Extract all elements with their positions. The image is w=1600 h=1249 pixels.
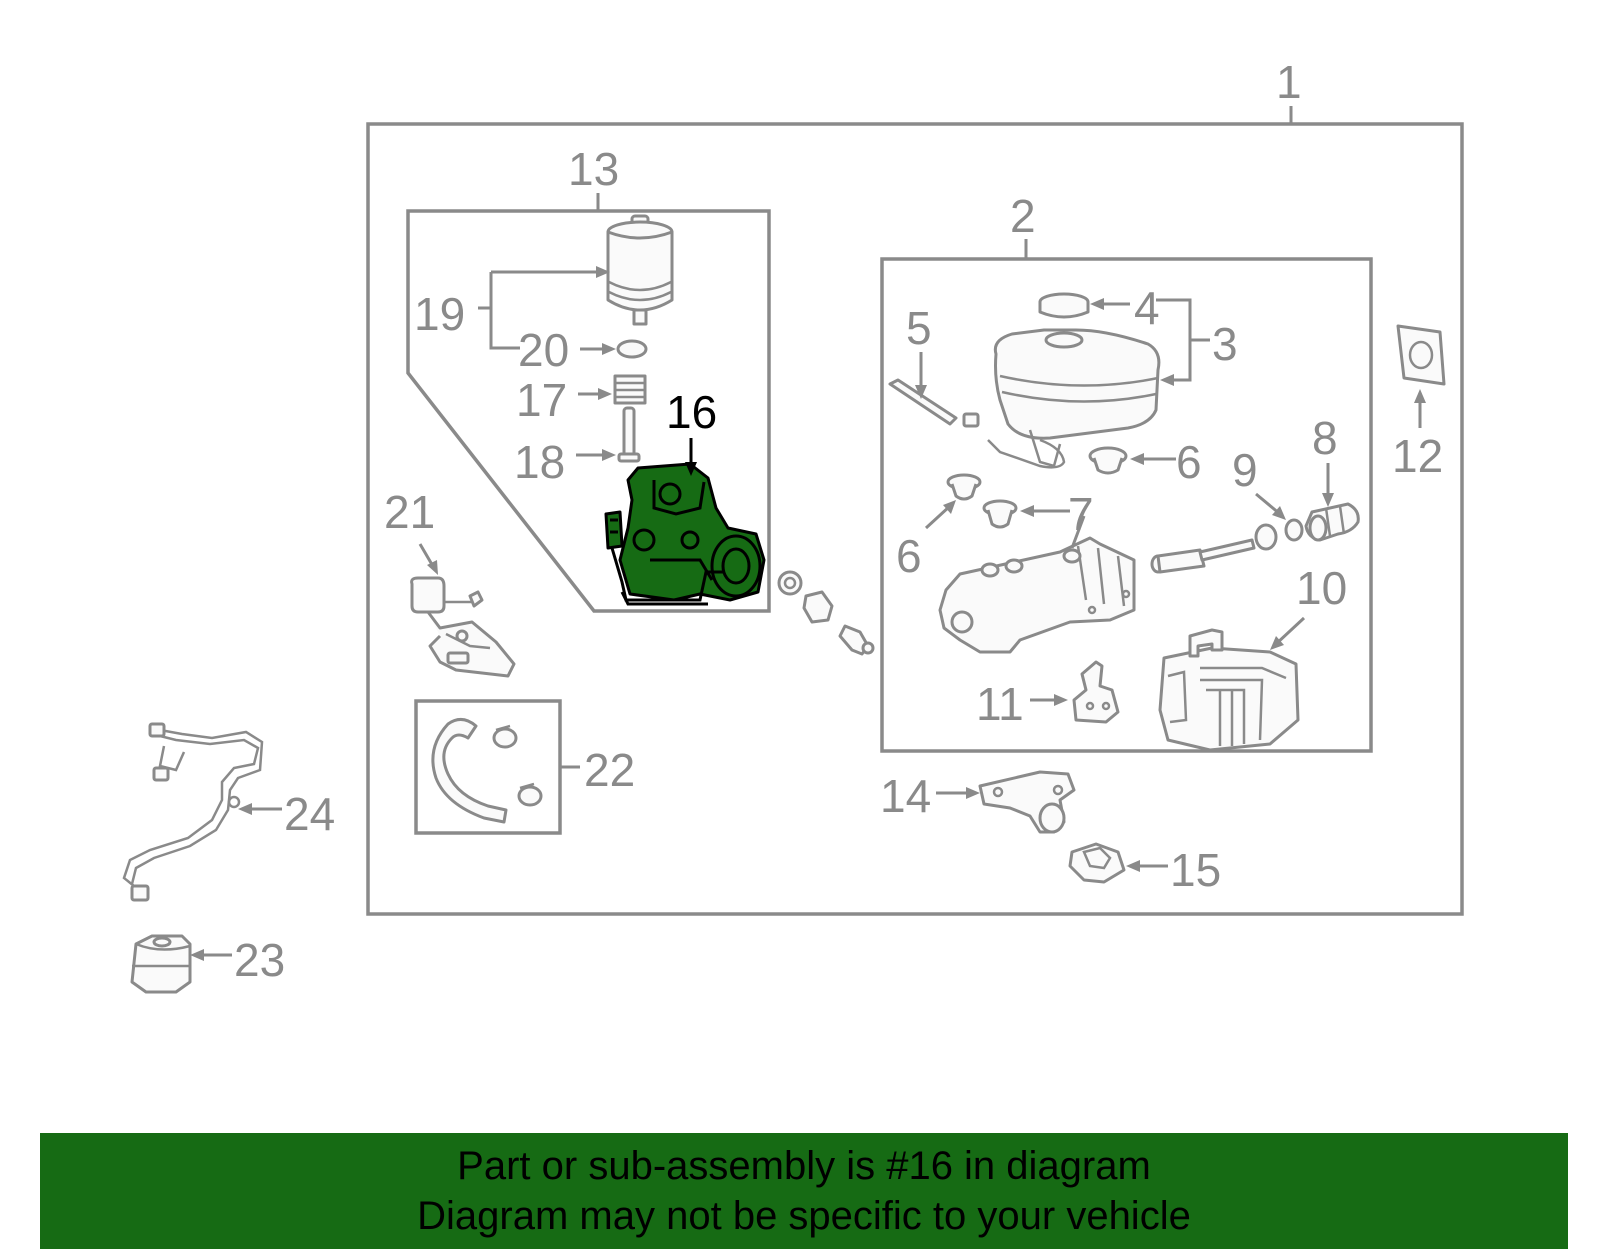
part-24[interactable] — [122, 722, 264, 902]
part-5[interactable] — [888, 378, 958, 426]
callout-10[interactable]: 10 — [1296, 562, 1347, 614]
callout-14[interactable]: 14 — [880, 770, 931, 822]
info-banner: Part or sub-assembly is #16 in diagram D… — [40, 1133, 1568, 1249]
part-22[interactable] — [431, 718, 543, 824]
callout-4[interactable]: 4 — [1134, 282, 1160, 334]
assembly-1-frame — [366, 122, 1464, 916]
callout-8[interactable]: 8 — [1312, 412, 1338, 464]
callout-21[interactable]: 21 — [384, 486, 435, 538]
banner-line-1: Part or sub-assembly is #16 in diagram — [457, 1144, 1151, 1188]
callout-16[interactable]: 16 — [666, 386, 717, 438]
part-15[interactable] — [1068, 842, 1126, 884]
banner-line-2: Diagram may not be specific to your vehi… — [417, 1194, 1191, 1238]
callout-7[interactable]: 7 — [1068, 488, 1094, 540]
callout-12[interactable]: 12 — [1392, 430, 1443, 482]
part-9[interactable] — [1254, 518, 1304, 551]
callout-9[interactable]: 9 — [1232, 444, 1258, 496]
part-18[interactable] — [617, 406, 641, 463]
callout-13[interactable]: 13 — [568, 143, 619, 195]
part-4[interactable] — [1038, 292, 1090, 319]
push-rod[interactable] — [1150, 538, 1256, 574]
sub-assembly-2-frame — [880, 257, 1373, 753]
part-17[interactable] — [613, 374, 647, 405]
master-cylinder-body[interactable] — [938, 536, 1136, 654]
callout-1[interactable]: 1 — [1276, 56, 1302, 108]
callout-22[interactable]: 22 — [584, 744, 635, 796]
part-6-right[interactable] — [1088, 446, 1128, 475]
part-23[interactable] — [130, 934, 192, 994]
callout-6-left[interactable]: 6 — [896, 530, 922, 582]
part-22-frame — [414, 699, 562, 835]
seal-and-connector[interactable] — [777, 570, 875, 656]
part-8[interactable] — [1304, 502, 1360, 542]
parts-diagram: 1 13 19 20 17 18 — [122, 56, 1464, 994]
callout-15[interactable]: 15 — [1170, 844, 1221, 896]
part-14[interactable] — [978, 770, 1076, 834]
part-12[interactable] — [1396, 324, 1446, 386]
part-20[interactable] — [616, 339, 648, 359]
part-10[interactable] — [1158, 628, 1300, 752]
callout-3[interactable]: 3 — [1212, 318, 1238, 370]
part-19[interactable] — [606, 214, 674, 326]
part-21[interactable] — [410, 576, 516, 678]
part-7[interactable] — [982, 499, 1018, 529]
part-11[interactable] — [1072, 660, 1120, 724]
callout-17[interactable]: 17 — [516, 374, 567, 426]
part-6-left[interactable] — [946, 473, 982, 501]
callout-24[interactable]: 24 — [284, 788, 335, 840]
callout-6-right[interactable]: 6 — [1176, 436, 1202, 488]
sub-assembly-13-frame — [406, 209, 771, 613]
callout-5[interactable]: 5 — [906, 302, 932, 354]
callout-20[interactable]: 20 — [518, 324, 569, 376]
callout-11[interactable]: 11 — [976, 678, 1024, 730]
callout-2[interactable]: 2 — [1010, 190, 1036, 242]
part-3[interactable] — [962, 328, 1161, 469]
callout-23[interactable]: 23 — [234, 934, 285, 986]
callout-19[interactable]: 19 — [414, 288, 465, 340]
part-16-highlighted[interactable] — [604, 462, 766, 606]
callout-18[interactable]: 18 — [514, 436, 565, 488]
